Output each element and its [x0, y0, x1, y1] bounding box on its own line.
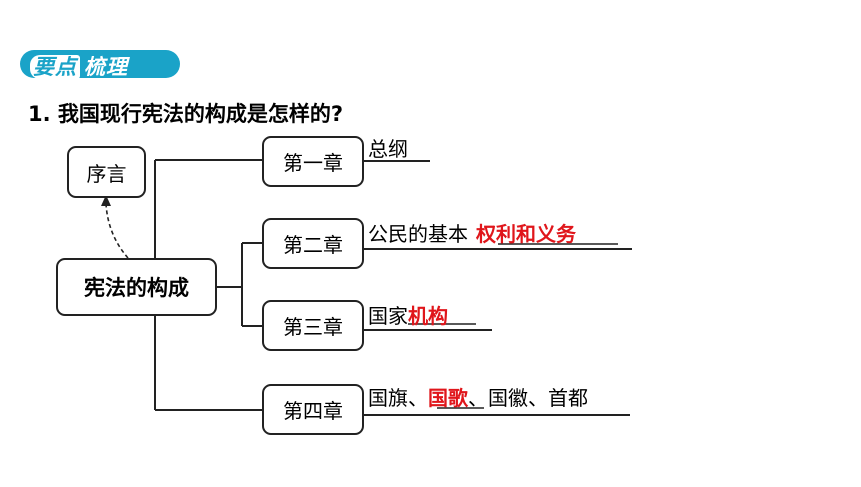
question-title: 1. 我国现行宪法的构成是怎样的? [28, 102, 344, 126]
chapter-3-content: 国家机构 [368, 300, 448, 329]
badge-label-part1: 要点 [30, 55, 80, 79]
chapter-2-answer: 权利和义务 [476, 222, 576, 246]
chapter-4-prefix: 国旗、 [368, 386, 428, 410]
chapter-3-answer: 机构 [408, 304, 448, 328]
chapter-1-box: 第一章 [262, 136, 364, 187]
chapter-3-prefix: 国家 [368, 304, 408, 328]
badge-label: 要点梳理 [30, 51, 128, 81]
preface-box: 序言 [67, 146, 146, 198]
chapter-3-box: 第三章 [262, 300, 364, 351]
chapter-4-box: 第四章 [262, 384, 364, 435]
badge-label-part2: 梳理 [84, 55, 128, 79]
constitution-structure-box: 宪法的构成 [56, 258, 217, 316]
chapter-1-content: 总纲 [368, 133, 408, 162]
chapter-1-prefix: 总纲 [368, 137, 408, 161]
chapter-4-suffix: 、国徽、首都 [468, 386, 588, 410]
chapter-2-prefix: 公民的基本 [368, 222, 468, 246]
chapter-4-content: 国旗、国歌、国徽、首都 [368, 382, 588, 411]
chapter-2-box: 第二章 [262, 218, 364, 269]
chapter-2-content: 公民的基本权利和义务 [368, 218, 576, 247]
chapter-4-answer: 国歌 [428, 386, 468, 410]
